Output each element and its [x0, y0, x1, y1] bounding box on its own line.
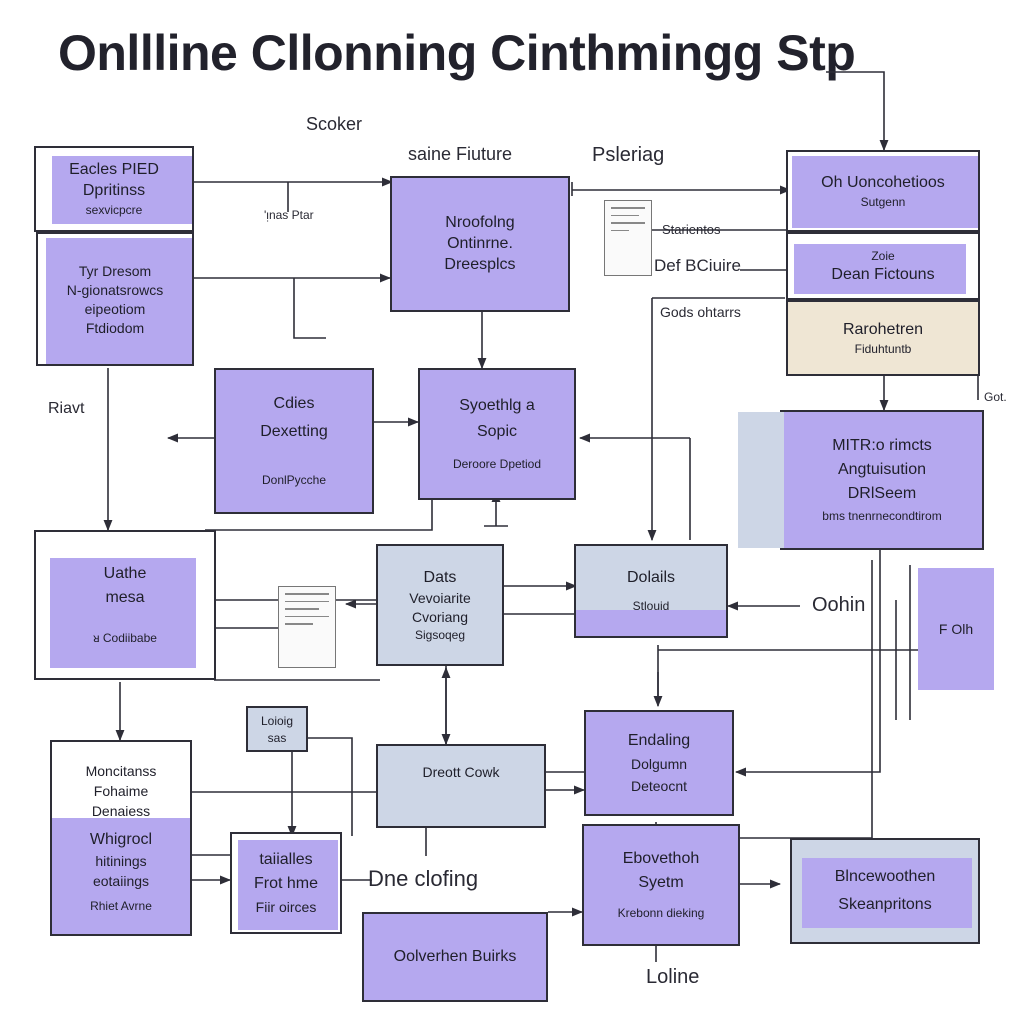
node-loioig: Loioig sas: [246, 706, 308, 752]
node-text: Sigsoqeg: [414, 627, 466, 642]
label-psleriag: Psleriag: [592, 144, 665, 166]
node-text: Dolgumn: [630, 756, 688, 772]
node-text: DonlPycche: [261, 473, 327, 487]
label-starientos: Starientos: [662, 222, 721, 237]
node-text: DRlSeem: [847, 485, 917, 502]
node-text: Ftdiodom: [85, 319, 145, 336]
node-text: Dexetting: [260, 423, 328, 440]
node-text: Ontinrne.: [447, 235, 513, 252]
node-text: bms tnenrnecondtirom: [822, 509, 942, 523]
node-text: Dpritinss: [82, 182, 146, 199]
node-text: Blncewoothen: [834, 868, 936, 885]
node-text: hitinings: [95, 853, 147, 869]
node-text: Sutgenn: [860, 194, 906, 209]
node-text: Zoie: [871, 248, 895, 263]
node-oolverhen-buirks: Oolverhen Buirks: [362, 912, 548, 1002]
node-ebovethoh: Ebovethoh Syetm Krebonn dieking: [582, 824, 740, 946]
node-text: Sopic: [476, 423, 518, 440]
node-text: Fiir oirces: [255, 899, 317, 915]
node-text: Uathe: [103, 565, 147, 582]
node-text: Dreesplcs: [444, 256, 516, 273]
node-taiialles: taiialles Frot hme Fiir oirces: [230, 832, 342, 934]
node-text: Deroore Dpetiod: [452, 457, 542, 471]
node-text: taiialles: [259, 851, 313, 868]
node-text: mesa: [105, 589, 145, 606]
node-nroofolng: Nroofolng Ontinrne. Dreesplcs: [390, 176, 570, 312]
node-text: Eacles PIED: [69, 161, 159, 178]
node-text: Fiduhtuntb: [854, 341, 912, 356]
node-text: Whigrocl: [89, 831, 153, 848]
label-got: Got.: [984, 390, 1007, 404]
document-icon: [604, 200, 652, 276]
node-dolails: Dolails Stlouid: [574, 544, 728, 638]
node-text: Rarohetren: [842, 320, 924, 338]
node-text: Fohaime: [93, 783, 149, 799]
node-endaling: Endaling Dolgumn Deteocnt: [584, 710, 734, 816]
node-text: Stlouid: [632, 599, 670, 613]
node-text: ᴚ Codiibabe: [93, 631, 157, 645]
node-text: Vevoiarite: [409, 589, 471, 606]
node-text: F Olh: [938, 621, 974, 637]
node-text: Skeanpritons: [838, 896, 932, 913]
node-text: Angtuisution: [837, 461, 927, 478]
node-text: Oolverhen Buirks: [393, 948, 517, 965]
node-text: Syetm: [638, 874, 684, 891]
node-text: Tyr Dresom: [78, 262, 152, 279]
node-text: Dolails: [626, 569, 675, 586]
node-text: Loioig: [260, 713, 294, 728]
node-text: Nroofolng: [445, 214, 515, 231]
node-dats: Dats Vevoiarite Cvoriang Sigsoqeg: [376, 544, 504, 666]
node-eacles-pied: Eacles PIED Dpritinss sexvicpcre: [34, 146, 194, 232]
node-text: sas: [267, 730, 287, 745]
node-mitr-rimcts: MITR:o rimcts Angtuisution DRlSeem bms t…: [780, 410, 984, 550]
node-text: N-gionatsrowcs: [66, 281, 164, 298]
node-text: Rhiet Avrne: [90, 899, 152, 913]
node-text: Moncitanss: [85, 763, 157, 779]
node-dreott-cowk: Dreott Cowk: [376, 744, 546, 828]
label-nas-ptar: 'ᴉnas Ptar: [264, 208, 314, 222]
label-saine-fiuture: saine Fiuture: [408, 144, 513, 164]
node-text: Denaiess: [91, 803, 151, 819]
node-text: eipeotiom: [84, 300, 146, 317]
node-text: Deteocnt: [630, 778, 688, 794]
node-text: Ebovethoh: [622, 850, 700, 867]
node-text: Endaling: [627, 732, 691, 749]
label-loline: Loline: [646, 966, 700, 988]
node-text: sexvicpcre: [85, 203, 143, 217]
node-text: Syoethlg a: [459, 397, 535, 414]
node-text: Cdies: [273, 395, 315, 412]
page-title: Onllline Cllonning Cinthmingg Stp: [58, 25, 856, 81]
side-panel: [738, 412, 784, 548]
document-icon: [278, 586, 336, 668]
label-dne-clofing: Dne clofing: [368, 866, 479, 891]
node-uathe-mesa: Uathe mesa ᴚ Codiibabe: [34, 530, 216, 680]
label-gods-ohtarrs: Gods ohtarrs: [660, 304, 741, 320]
node-text: Cvoriang: [411, 608, 468, 625]
node-dean-fictouns: Zoie Dean Fictouns: [786, 232, 980, 300]
node-text: Dean Fictouns: [831, 265, 935, 283]
node-cdies: Cdies Dexetting DonlPycche: [214, 368, 374, 514]
node-oh-uoncohetioos: Oh Uoncohetioos Sutgenn: [786, 150, 980, 232]
node-moncitanss: Moncitanss Fohaime Denaiess Whigrocl hit…: [50, 740, 192, 936]
node-text: eotaiings: [92, 873, 150, 889]
node-text: Frot hme: [253, 875, 318, 892]
node-text: Krebonn dieking: [617, 906, 705, 920]
node-f-olh: F Olh: [918, 568, 994, 690]
node-syoethlg: Syoethlg a Sopic Deroore Dpetiod: [418, 368, 576, 500]
label-oohin: Oohin: [812, 594, 866, 616]
node-text: MITR:o rimcts: [832, 437, 932, 454]
node-tyr-dresom: Tyr Dresom N-gionatsrowcs eipeotiom Ftdi…: [36, 232, 194, 366]
node-blncewoothen: Blncewoothen Skeanpritons: [790, 838, 980, 944]
node-text: Dats: [423, 568, 457, 586]
label-riavt: Riavt: [48, 400, 85, 417]
node-text: Oh Uoncohetioos: [821, 173, 945, 191]
label-scoker: Scoker: [306, 114, 363, 134]
label-def-bciuire: Def BCiuire: [654, 256, 741, 275]
node-rarohetren: Rarohetren Fiduhtuntb: [786, 300, 980, 376]
node-text: Dreott Cowk: [422, 764, 500, 780]
